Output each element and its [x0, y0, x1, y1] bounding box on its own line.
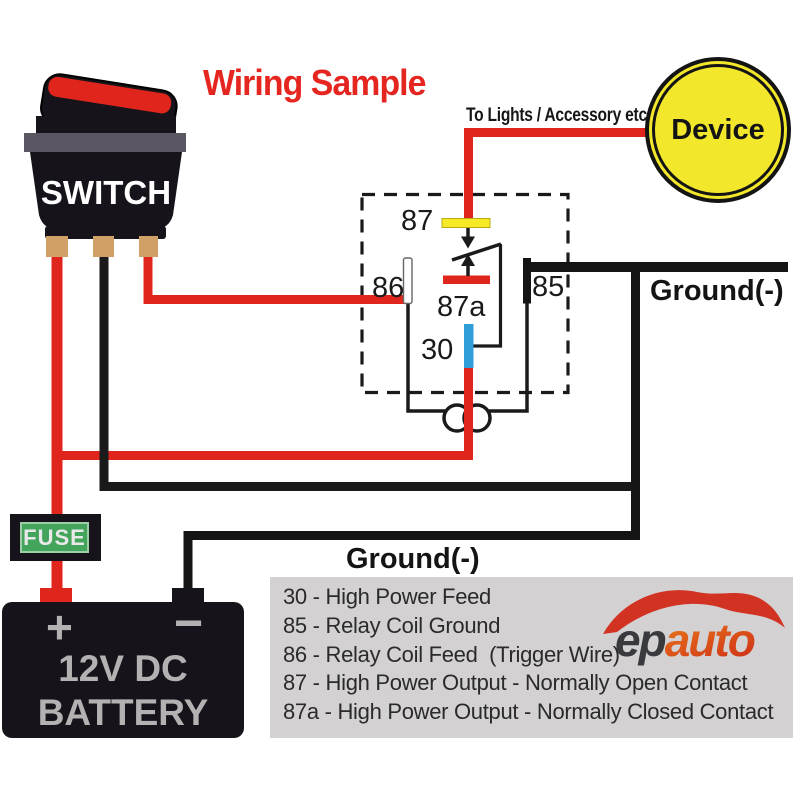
relay-contact-87-yellow: [441, 218, 491, 228]
wire-switch-to-pin86-red: [143, 252, 404, 304]
battery: + − 12V DC BATTERY: [2, 598, 244, 738]
ground-label-right: Ground(-): [650, 275, 784, 307]
fuse-holder: FUSE: [10, 514, 101, 561]
battery-voltage-label: 12V DC: [58, 648, 188, 689]
switch-terminal-left: [46, 236, 68, 257]
legend-item-87: 87 - High Power Output - Normally Open C…: [283, 670, 748, 696]
logo-text: epauto: [615, 614, 755, 666]
switch-body: [30, 152, 182, 229]
switch-label: SWITCH: [41, 174, 171, 211]
switch-rocker-red-cap: [48, 76, 172, 114]
battery-minus-sign: −: [174, 595, 204, 651]
device-label: Device: [671, 113, 765, 146]
fuse-body: FUSE: [20, 522, 89, 553]
wire-battery-neg-ground: [183, 531, 640, 592]
arrow-up-icon: [461, 254, 475, 266]
battery-positive-terminal: [40, 588, 72, 603]
wire-switch-ground-black: [99, 252, 637, 491]
relay-armature-pivot: [473, 244, 503, 348]
legend-item-85: 85 - Relay Coil Ground: [283, 612, 501, 638]
relay-pin-label-87: 87: [401, 205, 434, 237]
page-title: Wiring Sample: [203, 62, 426, 103]
relay-pin-label-30: 30: [421, 334, 454, 366]
fuse-label: FUSE: [23, 524, 86, 550]
relay-coil-wire-left: [406, 302, 446, 413]
legend-items: 30 - High Power Feed 85 - Relay Coil Gro…: [283, 583, 774, 727]
wire-pin87-to-device-red: [464, 128, 655, 221]
battery-plus-sign: +: [46, 601, 73, 653]
logo-text-ep: ep: [615, 614, 666, 666]
relay-terminal-85-black: [523, 258, 531, 304]
switch-mount-bar: [24, 133, 186, 152]
switch-terminal-right: [139, 236, 158, 257]
battery-negative-terminal: [172, 588, 204, 603]
device-node: Device: [645, 57, 791, 203]
legend-panel: 30 - High Power Feed 85 - Relay Coil Gro…: [270, 577, 793, 738]
wire-pin30-to-battery-red: [57, 366, 473, 460]
switch-terminal-middle: [93, 236, 114, 257]
logo-car-swoosh: [603, 590, 785, 634]
legend-item-30: 30 - High Power Feed: [283, 584, 491, 609]
relay-contact-87a-red: [443, 275, 490, 284]
arrow-down-icon: [461, 236, 475, 249]
relay-pin-label-87a: 87a: [437, 291, 486, 323]
switch-base: [45, 226, 166, 239]
relay-pin-label-86: 86: [372, 272, 405, 304]
to-lights-label: To Lights / Accessory etc.: [466, 105, 651, 126]
epauto-logo: epauto: [595, 580, 795, 670]
device-inner-ring: [652, 64, 784, 196]
relay-pin-label-85: 85: [532, 271, 565, 303]
legend-item-86: 86 - Relay Coil Feed (Trigger Wire): [283, 641, 620, 667]
relay-terminal-86-white: [402, 257, 413, 305]
battery-name-label: BATTERY: [37, 692, 209, 733]
ground-label-bottom: Ground(-): [346, 543, 480, 575]
logo-text-auto: auto: [665, 614, 755, 666]
relay-terminal-30-blue: [464, 324, 474, 368]
relay-armature: [451, 242, 502, 262]
rocker-switch: SWITCH: [24, 73, 186, 257]
legend-item-87a: 87a - High Power Output - Normally Close…: [283, 699, 774, 725]
relay-coil-wire-right: [488, 302, 529, 413]
